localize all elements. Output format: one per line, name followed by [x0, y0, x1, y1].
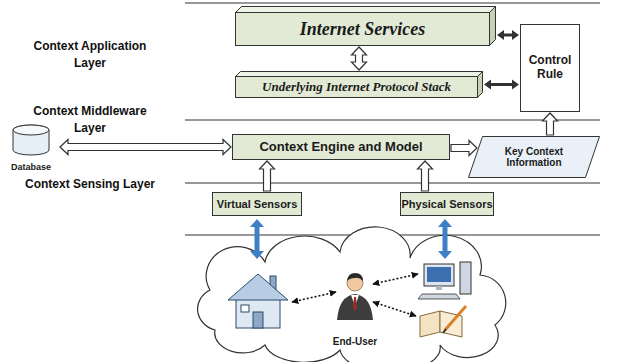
computer-monitor: [424, 264, 454, 286]
box-text: Control Rule: [525, 54, 575, 82]
layer-line: [185, 3, 600, 4]
process-box: Control Rule: [520, 24, 580, 112]
icon-caption-node: Database: [3, 124, 59, 172]
hollow-arrow: [418, 161, 433, 191]
process-box: Underlying Internet Protocol Stack: [235, 76, 478, 98]
process-box: Internet Services: [235, 12, 490, 46]
process-box: Physical Sensors: [400, 192, 494, 216]
database-cylinder: [13, 125, 49, 155]
box-text: End-User: [333, 336, 377, 348]
user-links: [292, 274, 418, 316]
layer-label: Context Application Layer: [24, 38, 156, 72]
database-top: [13, 125, 49, 135]
box-text: Key Context Information: [484, 146, 584, 169]
box-top-face: [236, 7, 496, 13]
layer-label: Context Sensing Layer: [24, 176, 156, 193]
house-icon: [228, 274, 288, 328]
box-text: Internet Services: [300, 19, 426, 40]
house-window: [241, 305, 249, 312]
house-wall: [236, 298, 280, 328]
book-page: [420, 311, 440, 337]
house-roof: [228, 274, 288, 300]
blue-double-arrow: [438, 219, 452, 259]
hollow-arrow: [451, 141, 477, 156]
solid-arrow: [484, 80, 519, 90]
parallelogram-outline: [469, 137, 600, 178]
database-icon: [13, 125, 49, 155]
hollow-arrow: [352, 47, 367, 70]
environment-cloud: [198, 227, 506, 362]
process-box: Context Engine and Model: [232, 134, 450, 160]
dotted-arrow: [373, 302, 416, 316]
layer-line: [185, 183, 600, 184]
layer-label: Context Middleware Layer: [24, 103, 156, 137]
book-icon: [420, 306, 466, 337]
box-front-face: [236, 13, 490, 46]
hollow-arrow: [60, 140, 231, 155]
layer-divider-lines: [185, 3, 600, 235]
blue-double-arrow: [250, 219, 264, 259]
box-top-face: [236, 72, 483, 77]
user-tie: [353, 297, 357, 311]
sensing-arrows: [250, 219, 452, 259]
user-hair: [347, 273, 363, 281]
dotted-arrow: [292, 292, 336, 302]
process-box: Virtual Sensors: [212, 192, 302, 216]
box-side-face: [478, 72, 483, 98]
box-front-face: [236, 77, 478, 98]
box-text: Context Engine and Model: [259, 140, 422, 155]
computer-keyboard: [418, 294, 460, 299]
computer-screen: [427, 267, 451, 282]
computer-stand: [436, 286, 442, 290]
box-text: Virtual Sensors: [217, 198, 298, 211]
icon-caption-node: End-User: [322, 270, 388, 350]
hollow-arrow: [543, 113, 558, 135]
computer-tower: [460, 262, 471, 294]
pencil: [445, 306, 466, 330]
layer-line: [185, 120, 600, 121]
solid-arrow: [497, 30, 519, 40]
data-parallelogram: Key Context Information: [468, 136, 600, 178]
computer-icon: [418, 262, 471, 299]
user-icon: [337, 273, 373, 320]
box-side-face: [490, 7, 496, 46]
box-text: Database: [11, 162, 51, 172]
hollow-arrow: [260, 161, 275, 191]
house-door: [253, 312, 263, 328]
box-text: Physical Sensors: [401, 198, 492, 211]
box-text: Underlying Internet Protocol Stack: [262, 80, 451, 95]
user-body: [337, 294, 373, 320]
dotted-arrow: [373, 274, 418, 284]
pencil-tip: [443, 329, 446, 333]
